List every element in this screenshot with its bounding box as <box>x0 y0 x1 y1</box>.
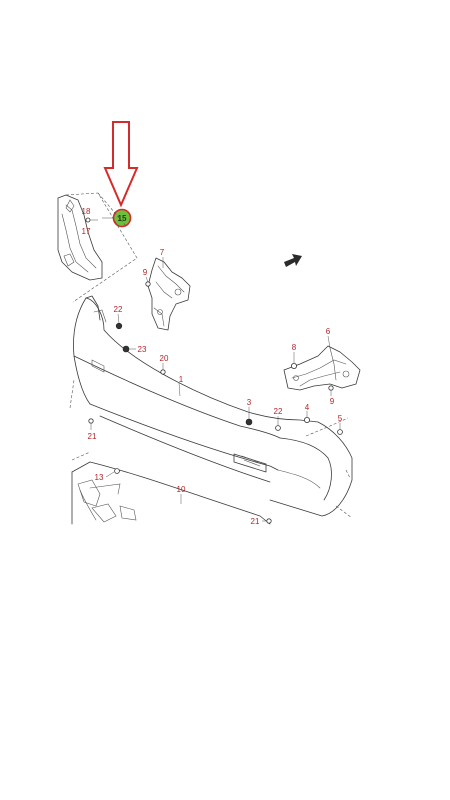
highlight-number: 15 <box>118 214 127 223</box>
part-label-1[interactable]: 1 <box>179 375 184 384</box>
part-label-20[interactable]: 20 <box>160 354 169 363</box>
bracket-7 <box>147 257 191 331</box>
fastener-9b <box>328 385 334 391</box>
part-label-10[interactable]: 10 <box>177 485 186 494</box>
hidden-edges <box>69 379 353 519</box>
part-label-18[interactable]: 18 <box>82 207 91 216</box>
bracket-6 <box>283 335 361 391</box>
part-label-17[interactable]: 17 <box>82 227 91 236</box>
part-label-23[interactable]: 23 <box>138 345 147 354</box>
part-label-13[interactable]: 13 <box>95 473 104 482</box>
fastener-23 <box>122 345 130 353</box>
part-label-4[interactable]: 4 <box>305 403 310 412</box>
part-label-7[interactable]: 7 <box>160 248 165 257</box>
indicator-arrow <box>103 121 139 208</box>
part-label-3[interactable]: 3 <box>247 398 252 407</box>
fastener-3 <box>245 418 253 426</box>
part-label-22a[interactable]: 22 <box>114 305 123 314</box>
fasteners <box>88 276 343 524</box>
fastener-21b <box>266 518 272 524</box>
lower-cover-10 <box>71 461 271 525</box>
part-label-9b[interactable]: 9 <box>330 397 335 406</box>
fastener-22a <box>115 322 123 330</box>
direction-arrow-icon <box>284 254 302 267</box>
fastener-4 <box>303 416 310 423</box>
highlight-badge-15[interactable]: 15 <box>112 208 132 228</box>
part-label-6[interactable]: 6 <box>326 327 331 336</box>
part-label-5[interactable]: 5 <box>338 414 343 423</box>
fastener-9a <box>145 281 151 287</box>
part-label-21b[interactable]: 21 <box>251 517 260 526</box>
part-labels: 1 3 4 5 6 7 8 9 9 10 13 17 18 20 21 21 2… <box>82 207 343 526</box>
part-label-22b[interactable]: 22 <box>274 407 283 416</box>
part-label-21a[interactable]: 21 <box>88 432 97 441</box>
rear-bumper-1 <box>73 295 353 517</box>
fastener-20 <box>160 369 166 375</box>
part-label-8[interactable]: 8 <box>292 343 297 352</box>
fastener-13 <box>114 468 120 474</box>
fastener-22b <box>275 425 281 431</box>
fastener-5 <box>337 429 343 435</box>
fastener-21a <box>88 418 94 424</box>
sub-detail-panel <box>57 192 138 303</box>
part-label-9a[interactable]: 9 <box>143 268 148 277</box>
fastener-8 <box>290 362 297 369</box>
